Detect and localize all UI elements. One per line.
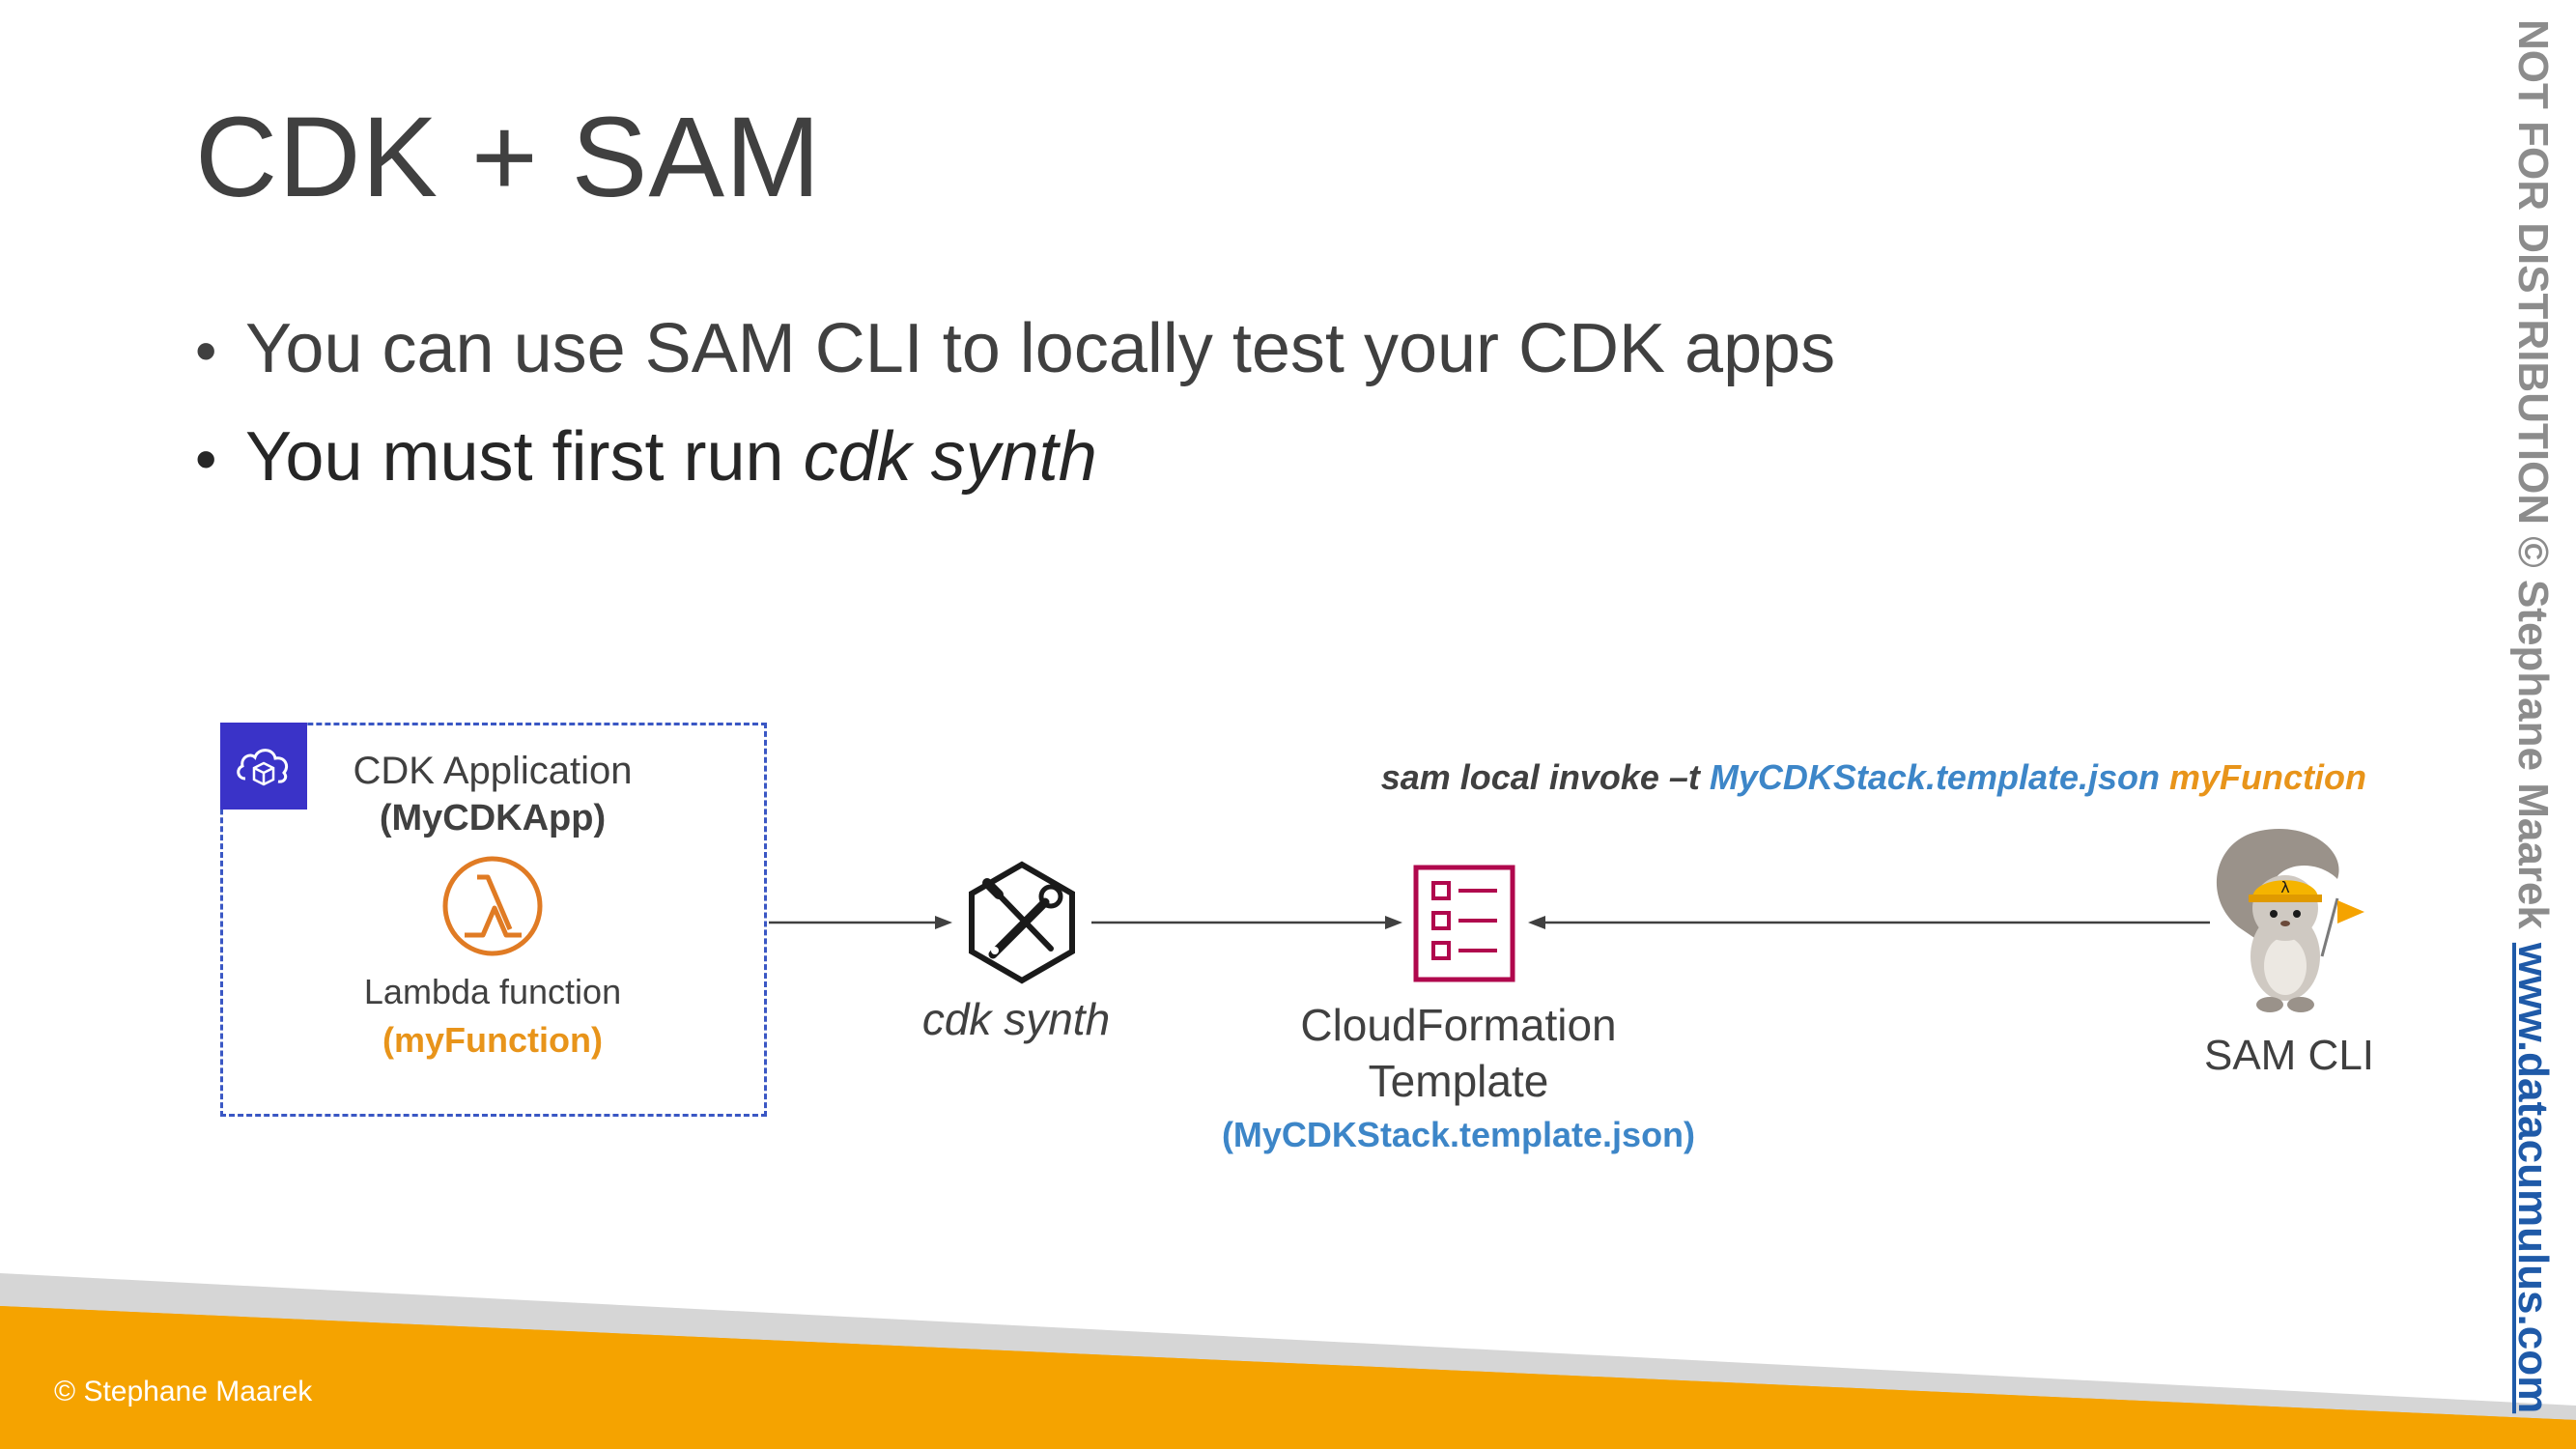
lambda-icon [442,856,543,956]
cdk-synth-label: cdk synth [921,994,1111,1044]
sam-command-template: MyCDKStack.template.json [1709,757,2160,797]
arrow-synth-to-template [1091,916,1402,929]
bullet-text-italic: cdk synth [803,418,1097,496]
cdk-app-label: CDK Application [353,750,633,792]
bullet-text: You can use SAM CLI to locally test your… [245,310,1836,387]
side-watermark: NOT FOR DISTRIBUTION © Stephane Maarek ww… [2500,19,2567,1414]
cloudformation-label-line2: Template [1368,1056,1549,1106]
cdk-application-box [220,723,767,1117]
svg-text:λ: λ [2280,878,2289,896]
wrench-screwdriver-icon [969,861,1075,984]
sam-command-base: sam local invoke –t [1380,757,1710,797]
cloudformation-template-name: (MyCDKStack.template.json) [1221,1115,1696,1154]
lambda-function-name: (myFunction) [382,1020,603,1060]
arrow-cdk-to-synth [769,916,952,929]
lambda-label: Lambda function [363,972,622,1011]
watermark-text: NOT FOR DISTRIBUTION © Stephane Maarek [2509,19,2557,929]
squirrel-mascot-icon: λ [2216,829,2364,1012]
sam-cli-label: SAM CLI [2203,1032,2375,1079]
bullet-dot: • [195,424,217,494]
cloud-cubes-icon [220,723,307,810]
watermark-link[interactable]: www.datacumulus.com [2509,942,2557,1414]
sam-command-function: myFunction [2160,757,2366,797]
cloudformation-label: CloudFormation [1300,1000,1617,1050]
sam-command: sam local invoke –t MyCDKStack.template.… [1256,757,2366,798]
template-checklist-icon [1413,865,1515,982]
bullet-text: You must first run [245,418,804,496]
bullet-item: • You can use SAM CLI to locally test you… [195,309,1835,388]
bullet-dot: • [195,316,217,385]
cdk-app-name: (MyCDKApp) [379,798,607,838]
footer-copyright: © Stephane Maarek [54,1376,313,1407]
arrow-sam-to-template [1528,916,2210,929]
slide-title: CDK + SAM [195,94,822,221]
bullet-item: • You must first run cdk synth [195,417,1097,497]
